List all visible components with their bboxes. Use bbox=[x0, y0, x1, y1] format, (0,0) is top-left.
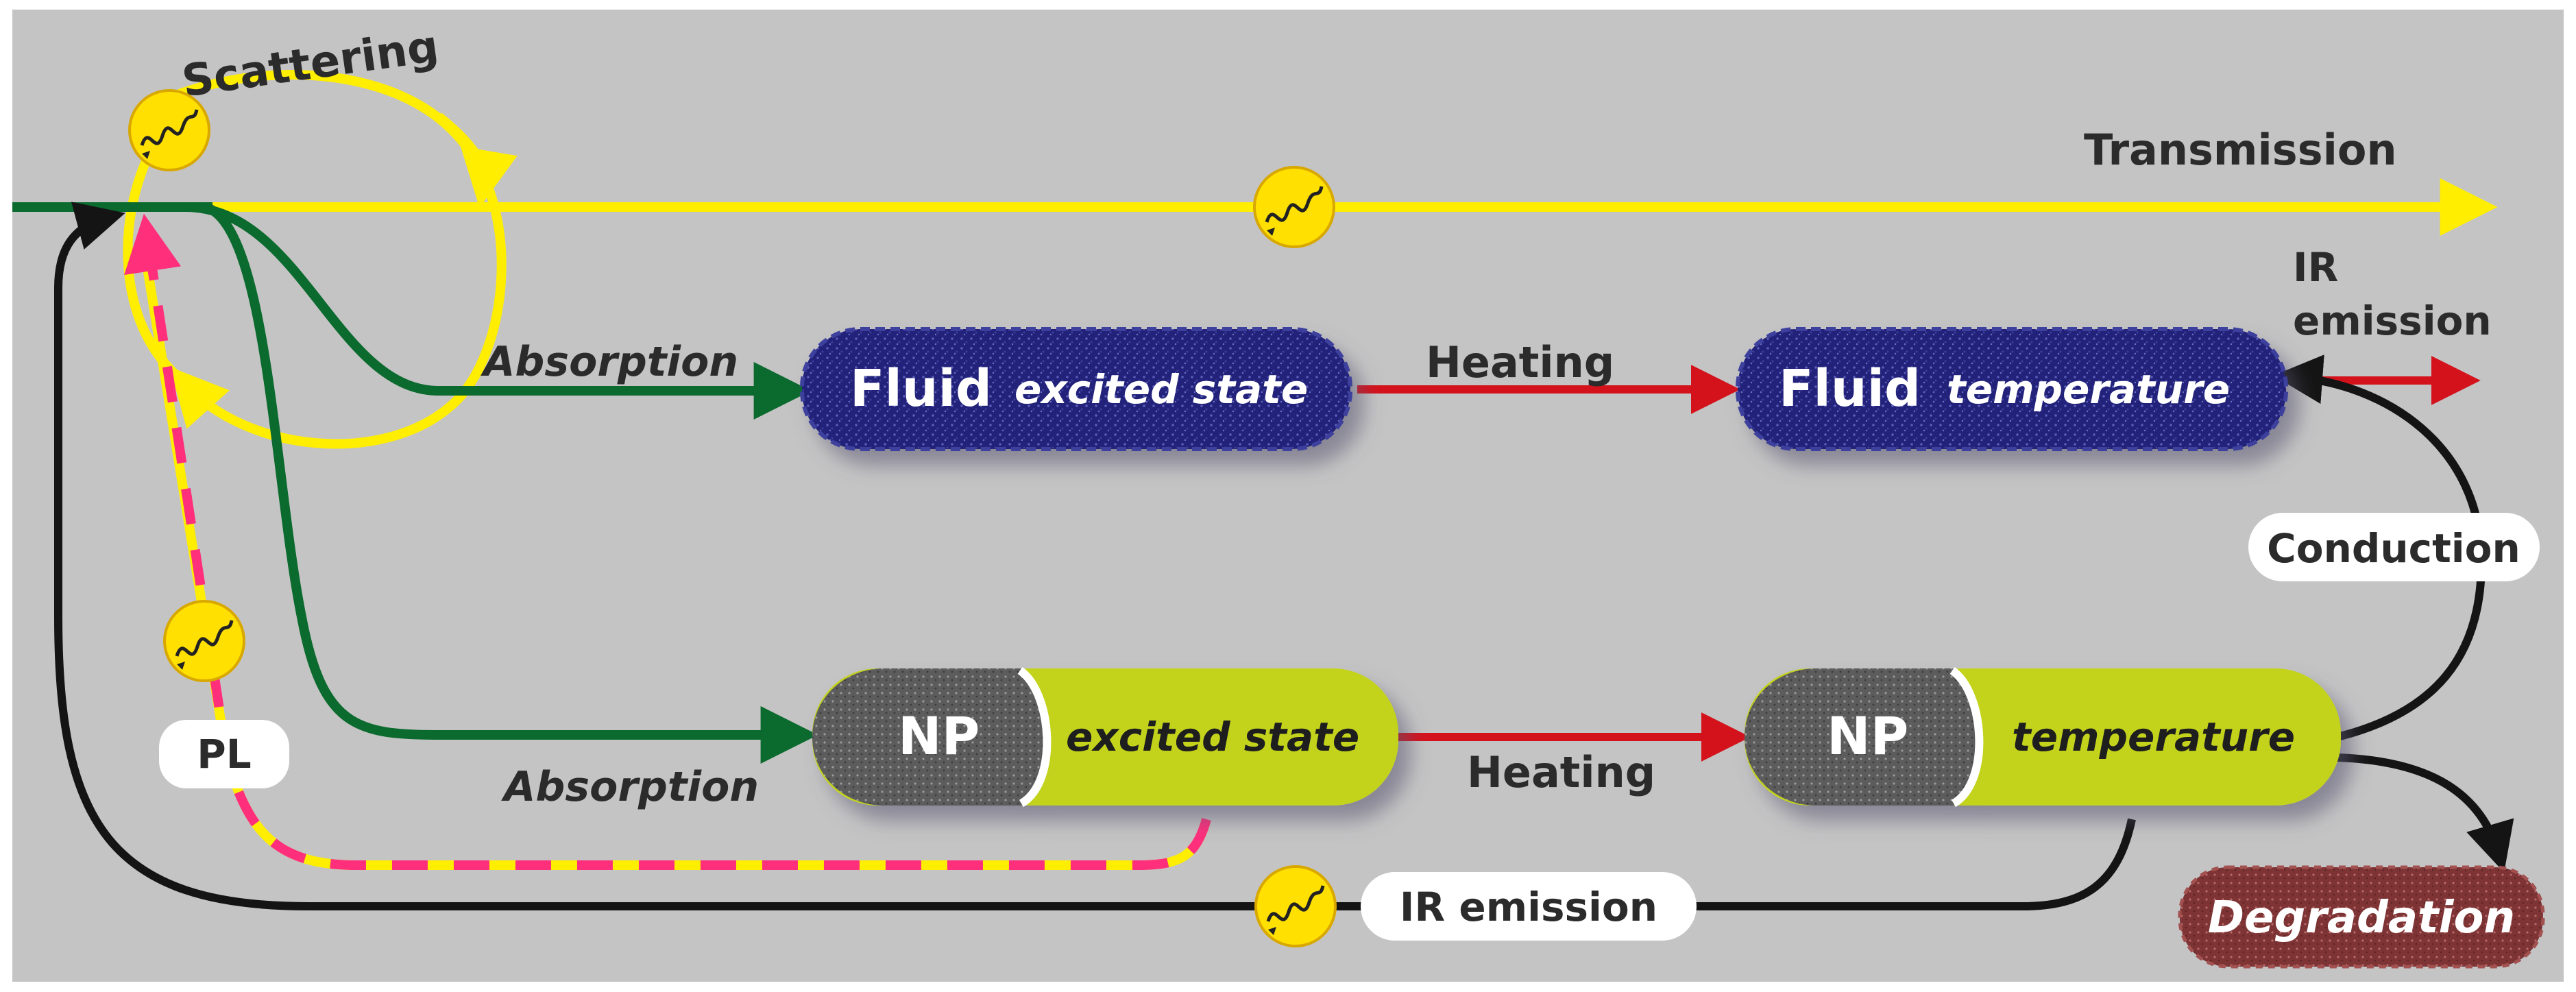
fluid-excited-box bbox=[800, 327, 1352, 451]
transmission-label: Transmission bbox=[2084, 125, 2397, 175]
conduction-label: Conduction bbox=[2267, 525, 2520, 572]
np-excited-main: NP bbox=[898, 705, 980, 766]
heating-bottom-label: Heating bbox=[1467, 747, 1655, 797]
heating-top-label: Heating bbox=[1426, 337, 1614, 387]
absorption-path-fluid bbox=[184, 202, 812, 420]
absorption-top-label: Absorption bbox=[481, 338, 738, 386]
photon-icon-pl bbox=[163, 600, 245, 682]
ir-emission-bottom-label: IR emission bbox=[1400, 884, 1657, 930]
degradation-box bbox=[2178, 865, 2545, 969]
degradation-label: Degradation bbox=[2208, 893, 2515, 943]
pl-label: PL bbox=[197, 731, 251, 777]
ir-emission-bubble bbox=[1361, 872, 1697, 941]
absorption-bottom-label: Absorption bbox=[501, 763, 759, 811]
fluid-excited-main: Fluid bbox=[850, 359, 992, 418]
np-temperature-main: NP bbox=[1827, 705, 1908, 766]
ir-emission-right-line1: IR bbox=[2293, 244, 2338, 291]
np-temperature-sub: temperature bbox=[2012, 714, 2295, 760]
conduction-bubble bbox=[2248, 513, 2540, 581]
photon-icon-transmission bbox=[1253, 166, 1335, 248]
ir-emission-right-line2: emission bbox=[2293, 298, 2492, 344]
fluid-temperature-sub: temperature bbox=[1947, 366, 2230, 413]
degradation-arrow bbox=[2337, 753, 2514, 873]
ir-return-path bbox=[54, 202, 2136, 910]
photon-icon-ir bbox=[1254, 865, 1337, 947]
absorption-path-np bbox=[204, 202, 818, 764]
np-excited-box bbox=[812, 667, 1398, 808]
np-excited-sub: excited state bbox=[1066, 714, 1359, 760]
fluid-temperature-main: Fluid bbox=[1779, 359, 1921, 418]
pl-path-pink bbox=[124, 213, 1211, 870]
np-temperature-box bbox=[1745, 667, 2341, 808]
photon-icon-scattering bbox=[128, 89, 210, 171]
pl-bubble bbox=[159, 720, 289, 788]
fluid-temperature-box bbox=[1736, 327, 2288, 451]
fluid-excited-sub: excited state bbox=[1014, 366, 1308, 413]
